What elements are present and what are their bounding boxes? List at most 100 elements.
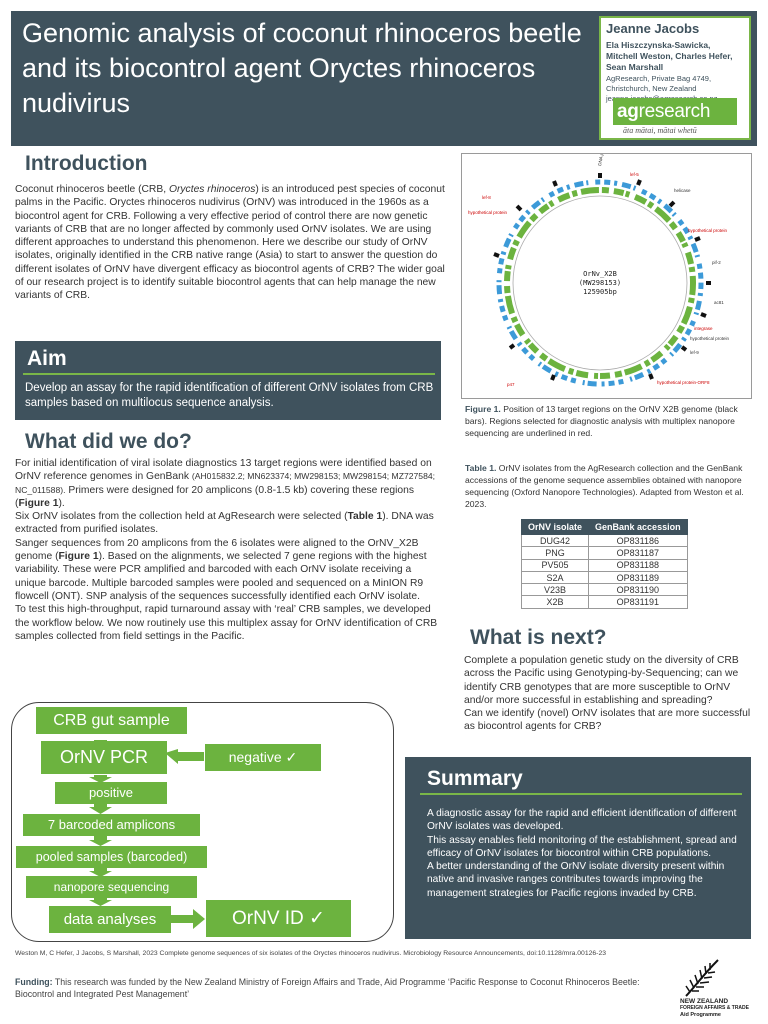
methods-text: For initial identification of viral isol… [15, 457, 445, 643]
accession-cell: OP831191 [588, 595, 688, 609]
figure-caption-text: Position of 13 target regions on the OrN… [465, 404, 738, 438]
gene-track-green [504, 187, 696, 379]
fern-icon [685, 959, 719, 997]
flow-arrow [89, 803, 112, 814]
accession-cell: OP831190 [588, 583, 688, 597]
methods-paragraph: To test this high-throughput, rapid turn… [15, 604, 438, 642]
logo-research: research [638, 101, 711, 122]
target-region-mark [550, 374, 556, 381]
summary-paragraph: A better understanding of the OrNV isola… [427, 861, 725, 899]
next-heading: What is next? [470, 626, 607, 649]
target-region-mark [552, 180, 558, 187]
logo-tagline: āta mātai, mātai whetū [623, 126, 697, 135]
text-part: Primers were designed for 20 amplicons (… [15, 484, 415, 509]
text-part: ). [58, 497, 65, 509]
coauthors: Ela Hiszczynska-Sawicka, Mitchell Weston… [606, 40, 744, 73]
gene-label: ac81 [714, 300, 724, 305]
target-region-mark [680, 345, 688, 352]
gene-label: DNA polymerase B [597, 154, 609, 166]
isolate-cell: DUG42 [520, 533, 590, 548]
poster-title: Genomic analysis of coconut rhinoceros b… [22, 18, 582, 118]
gene-label: integrase [694, 326, 713, 331]
gene-label: lef-8 [482, 195, 491, 200]
funding-label: Funding: [15, 977, 53, 987]
target-region-mark [636, 179, 642, 186]
circular-genome-map: DNA polymerase B lef-5 helicase hypothet… [468, 128, 730, 387]
intro-text-part: ) is an introduced pest species of cocon… [15, 184, 445, 302]
aim-box [15, 341, 441, 420]
methods-paragraph: Sanger sequences from 20 amplicons from … [15, 537, 445, 603]
intro-heading: Introduction [25, 152, 148, 175]
nz-logo-line: Aid Programme [680, 1012, 721, 1018]
gene-label: p47 [507, 382, 515, 387]
methods-paragraph: For initial identification of viral isol… [15, 457, 445, 510]
summary-paragraph: This assay enables field monitoring of t… [427, 834, 737, 859]
accession-cell: OP831187 [588, 546, 688, 560]
table-header-row: OrNV isolate GenBank accession [520, 519, 688, 535]
genome-circle [512, 195, 688, 371]
accession-cell: OP831186 [588, 533, 688, 548]
aim-text: Develop an assay for the rapid identific… [25, 382, 434, 409]
target-region-mark [668, 200, 676, 208]
summary-box [405, 757, 751, 939]
flow-step-crb-gut-sample: CRB gut sample [36, 707, 187, 734]
flow-step-positive: positive [55, 782, 167, 804]
genome-length: 125905bp [583, 288, 617, 296]
isolate-cell: X2B [520, 595, 590, 609]
agresearch-logo: agresearch āta mātai, mātai whetū [613, 98, 745, 138]
target-region-mark [515, 204, 523, 212]
flow-step-data-analyses: data analyses [49, 906, 171, 933]
flow-result-ornv-id: OrNV ID ✓ [206, 900, 351, 937]
next-paragraph: Complete a population genetic study on t… [464, 655, 739, 706]
nz-logo-line: NEW ZEALAND [680, 998, 729, 1005]
aim-heading: Aim [27, 347, 67, 370]
gene-label: helicase [674, 188, 691, 193]
funding-text: This research was funded by the New Zeal… [15, 977, 640, 999]
flow-arrow-negative [165, 749, 204, 764]
reference: Weston M, C Hefer, J Jacobs, S Marshall,… [15, 950, 607, 957]
nz-logo-text: NEW ZEALAND FOREIGN AFFAIRS & TRADE Aid … [680, 998, 749, 1019]
address-line: Christchurch, New Zealand [606, 84, 697, 93]
summary-paragraph: A diagnostic assay for the rapid and eff… [427, 808, 737, 833]
target-region-mark [648, 373, 654, 380]
isolate-cell: S2A [520, 570, 590, 585]
gene-label: pif-2 [712, 260, 721, 265]
table-caption-label: Table 1. [465, 463, 497, 473]
summary-text: A diagnostic assay for the rapid and eff… [427, 807, 745, 900]
text-part: ). DNA was extracted from purified isola… [15, 511, 434, 536]
text-part: Sanger sequences from 20 amplicons from … [15, 537, 419, 563]
accession-cell: OP831188 [588, 558, 688, 572]
gene-label: lef-5 [630, 172, 639, 177]
gene-label: hypothetical protein [688, 228, 728, 233]
genome-map-figure: DNA polymerase B lef-5 helicase hypothet… [461, 128, 752, 399]
aim-divider [23, 373, 435, 375]
funding-statement: Funding: This research was funded by the… [15, 976, 655, 1000]
gene-label: lef-9 [690, 350, 699, 355]
isolate-cell: PNG [520, 546, 590, 560]
flow-step-nanopore-sequencing: nanopore sequencing [26, 876, 197, 898]
author-name: Jeanne Jacobs [606, 21, 700, 36]
next-text: Complete a population genetic study on t… [464, 654, 754, 734]
flow-arrow [89, 868, 112, 877]
coauthors-line: Mitchell Weston, Charles Hefer, [606, 51, 733, 61]
flow-arrow [89, 898, 112, 906]
gene-label: hypothetical protein-ORF8 [657, 380, 710, 385]
flow-step-ornv-pcr: OrNV PCR [41, 741, 167, 774]
target-region-mark [700, 312, 707, 318]
methods-paragraph: Six OrNV isolates from the collection he… [15, 510, 445, 537]
summary-heading: Summary [427, 767, 523, 790]
nz-logo-line: FOREIGN AFFAIRS & TRADE [680, 1005, 749, 1011]
figure-ref: Figure 1 [18, 497, 59, 509]
genome-name: OrNv_X2B [583, 270, 617, 278]
methods-heading: What did we do? [25, 430, 192, 453]
flow-step-pooled-samples: pooled samples (barcoded) [16, 846, 207, 868]
coauthors-line: Ela Hiszczynska-Sawicka, [606, 40, 711, 50]
figure-caption: Figure 1. Position of 13 target regions … [465, 403, 752, 439]
gene-label: hypothetical protein [468, 210, 508, 215]
flow-step-barcoded-amplicons: 7 barcoded amplicons [23, 814, 200, 836]
